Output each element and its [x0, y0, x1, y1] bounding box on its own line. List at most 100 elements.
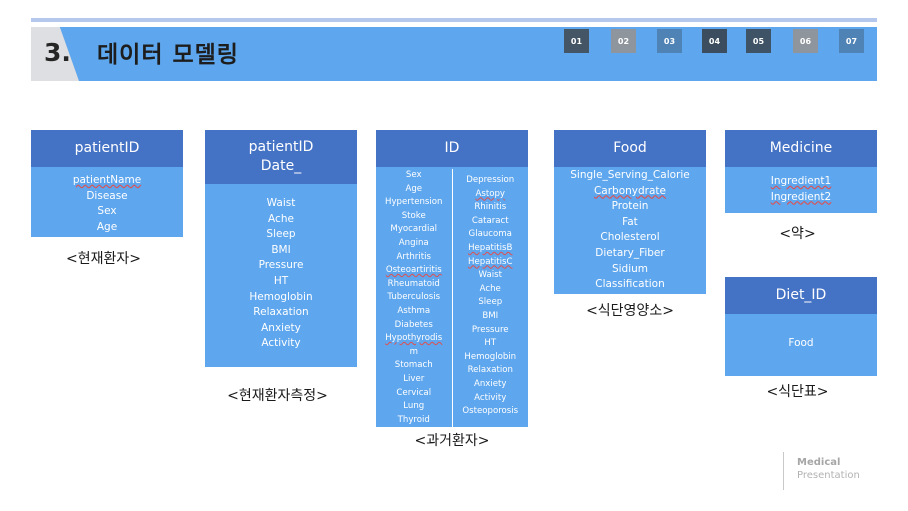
field-item: BMI — [482, 310, 499, 321]
field-item: Myocardial — [390, 224, 438, 235]
field-item: HT — [484, 338, 497, 349]
field-item: Sex — [97, 205, 117, 218]
field-item: Anxiety — [473, 378, 507, 389]
field-item: Waist — [478, 270, 502, 281]
field-item: m — [409, 346, 418, 357]
field-item: Dietary_Fiber — [595, 246, 665, 259]
caption-past-patient: <과거환자> — [414, 433, 490, 449]
table-header: ID — [376, 130, 528, 167]
field-item: Age — [96, 220, 118, 233]
field-item: Waist — [266, 197, 296, 209]
table-header: Medicine — [725, 130, 877, 167]
field-item: Cholesterol — [600, 231, 660, 244]
caption-medicine: <약> — [779, 226, 816, 242]
page-indicator-02[interactable]: 02 — [611, 29, 636, 53]
table-header: patientID — [31, 130, 183, 167]
page-indicator-06[interactable]: 06 — [793, 29, 818, 53]
field-item: Hypothyrodis — [385, 333, 443, 344]
field-item: Hypertension — [385, 197, 443, 208]
field-item: Asthma — [397, 305, 431, 316]
field-item: Stoke — [401, 210, 426, 221]
caption-diet: <식단표> — [766, 384, 829, 400]
field-item: Cataract — [471, 215, 509, 226]
field-item: Age — [405, 183, 423, 194]
field-item: HepatitisB — [468, 242, 513, 253]
field-item: Diabetes — [394, 319, 433, 330]
field-item: Classification — [595, 278, 665, 291]
field-item: Activity — [261, 337, 301, 350]
field-item: Sleep — [266, 228, 296, 241]
field-item: Hemoglobin — [464, 351, 517, 362]
field-item: Glaucoma — [468, 229, 512, 240]
field-item: patientName — [72, 174, 142, 186]
field-item: Disease — [86, 189, 128, 202]
table-header: Diet_ID — [725, 277, 877, 314]
field-item: Stomach — [394, 360, 433, 371]
footer-line1: Medical — [797, 457, 841, 468]
field-item: Cervical — [396, 387, 432, 398]
field-item: Osteoartiritis — [385, 265, 442, 276]
section-number: 3. — [44, 38, 71, 67]
page-indicator-01[interactable]: 01 — [564, 29, 589, 53]
table-header: patientID Date_ — [205, 130, 357, 184]
field-list: Food — [725, 314, 877, 352]
field-item: Single_Serving_Calorie — [570, 169, 690, 181]
field-item: Fat — [622, 215, 638, 228]
field-item: Osteoporosis — [462, 406, 519, 417]
page-indicator-04[interactable]: 04 — [702, 29, 727, 53]
field-item: HepatitisC — [468, 256, 513, 267]
table-header: Food — [554, 130, 706, 167]
caption-current-measure: <현재환자측정> — [227, 388, 328, 404]
field-item: Ache — [268, 212, 294, 225]
footer-divider — [783, 452, 784, 490]
caption-current-patient: <현재환자> — [66, 251, 141, 267]
field-item: Angina — [398, 237, 429, 248]
page-indicator-03[interactable]: 03 — [657, 29, 682, 53]
field-item: Rhinitis — [474, 202, 507, 213]
field-item: Relaxation — [467, 365, 513, 376]
field-item: Lung — [403, 401, 425, 412]
field-item: Sex — [405, 170, 422, 180]
field-item: Thyroid — [397, 414, 430, 425]
field-item: Ingredient1 — [770, 175, 832, 187]
field-item: Pressure — [471, 324, 509, 335]
page-indicator-07[interactable]: 07 — [839, 29, 864, 53]
field-item: Activity — [474, 392, 507, 403]
caption-food: <식단영양소> — [586, 303, 674, 319]
field-item: Protein — [611, 200, 649, 213]
field-item: Sidium — [611, 262, 649, 275]
header-band — [31, 27, 877, 81]
field-item: Rheumatoid — [387, 278, 440, 289]
page-indicator-05[interactable]: 05 — [746, 29, 771, 53]
header-top-line — [31, 18, 877, 22]
field-item: Tuberculosis — [387, 292, 441, 303]
header-line: patientID — [248, 139, 314, 155]
field-item: Carbonydrate — [593, 184, 667, 197]
field-item: Ingredient2 — [770, 190, 832, 203]
field-item: Relaxation — [253, 306, 309, 319]
field-item: BMI — [271, 243, 291, 256]
field-item: Anxiety — [261, 321, 301, 334]
table-diet: Diet_ID Food — [725, 277, 877, 376]
slide-title: 데이터 모델링 — [97, 42, 239, 68]
footer-line2: Presentation — [797, 470, 860, 481]
field-item: Food — [788, 337, 814, 349]
field-item: Pressure — [258, 259, 304, 272]
header-line: Date_ — [260, 158, 302, 174]
field-item: Hemoglobin — [249, 290, 313, 303]
field-item: Sleep — [478, 297, 503, 308]
field-item: Liver — [403, 373, 425, 384]
field-item: Ache — [479, 283, 501, 294]
field-item: Astopy — [475, 188, 506, 199]
field-item: HT — [273, 274, 289, 287]
